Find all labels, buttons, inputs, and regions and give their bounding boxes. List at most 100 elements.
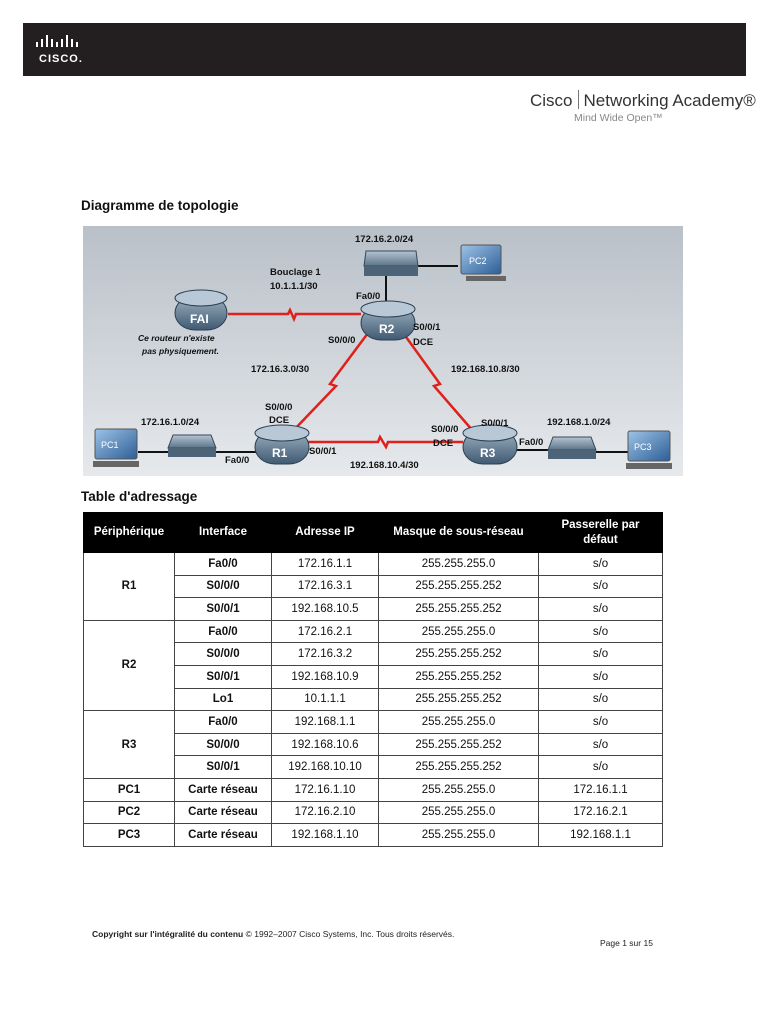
pc1-label: PC1: [101, 440, 119, 450]
cell-interface: S0/0/0: [174, 574, 272, 599]
table-row: S0/0/0 172.16.3.2 255.255.255.252 s/o: [84, 642, 663, 666]
switch-r2-lan: [363, 250, 419, 276]
page-number: Page 1 sur 15: [600, 938, 653, 948]
table-row: S0/0/0 172.16.3.1 255.255.255.252 s/o: [84, 574, 663, 599]
pc3-label: PC3: [634, 442, 652, 452]
r2-label: R2: [379, 322, 395, 336]
cell-mask: 255.255.255.252: [378, 642, 539, 666]
label-net-r2-lan: 172.16.2.0/24: [355, 234, 414, 245]
header-mask: Masque de sous-réseau: [378, 512, 539, 553]
cell-interface: Carte réseau: [174, 777, 272, 802]
cisco-wordmark: CISCO.: [39, 53, 83, 65]
cell-mask: 255.255.255.0: [378, 619, 539, 644]
cell-interface: S0/0/0: [174, 642, 272, 666]
cell-interface: Fa0/0: [174, 552, 272, 576]
cell-device: PC3: [83, 823, 175, 847]
cell-gateway: s/o: [538, 574, 663, 599]
cell-ip: 172.16.1.1: [271, 552, 379, 576]
r1-label: R1: [272, 446, 288, 460]
cell-ip: 192.168.1.1: [271, 710, 379, 734]
address-table: Périphérique Interface Adresse IP Masque…: [83, 512, 663, 847]
switch-r1-lan: [167, 434, 217, 457]
cell-device: R3: [83, 710, 175, 779]
header-device: Périphérique: [83, 512, 175, 553]
cell-mask: 255.255.255.252: [378, 687, 539, 712]
cell-interface: Carte réseau: [174, 800, 272, 825]
cell-ip: 172.16.2.10: [271, 800, 379, 825]
cell-interface: Fa0/0: [174, 619, 272, 644]
cell-gateway: s/o: [538, 687, 663, 712]
label-net-r1-r3: 192.168.10.4/30: [350, 460, 419, 471]
switch-r3-lan: [547, 436, 597, 459]
label-r2-dce: DCE: [413, 337, 433, 348]
cell-ip: 172.16.3.2: [271, 642, 379, 666]
router-r2-icon: R2: [360, 300, 416, 341]
label-r1-s001: S0/0/1: [309, 446, 337, 457]
cisco-bridge-logo-icon: [36, 35, 78, 47]
serial-link-r2-r3: [399, 329, 474, 432]
cell-ip: 172.16.2.1: [271, 619, 379, 644]
cell-interface: S0/0/1: [174, 755, 272, 779]
label-r3-s001: S0/0/1: [481, 418, 509, 429]
fai-label: FAI: [190, 312, 209, 326]
cell-gateway: s/o: [538, 732, 663, 757]
cell-mask: 255.255.255.252: [378, 574, 539, 599]
table-row: R2 Fa0/0 172.16.2.1 255.255.255.0 s/o: [83, 619, 663, 712]
cell-mask: 255.255.255.0: [378, 823, 539, 847]
serial-link-r1-r3: [305, 434, 463, 450]
fai-note-2: pas physiquement.: [141, 346, 219, 356]
fai-note-1: Ce routeur n'existe: [138, 333, 215, 343]
cell-ip: 10.1.1.1: [271, 687, 379, 712]
cell-gateway: s/o: [538, 755, 663, 779]
label-r1-dce: DCE: [269, 415, 289, 426]
cell-interface: Fa0/0: [174, 710, 272, 734]
cell-mask: 255.255.255.252: [378, 597, 539, 621]
label-r3-s000: S0/0/0: [431, 424, 458, 435]
cell-ip: 192.168.10.5: [271, 597, 379, 621]
footer-copyright: Copyright sur l'intégralité du contenu ©…: [92, 929, 454, 939]
pc2-icon: PC2: [460, 244, 506, 281]
cell-gateway: s/o: [538, 710, 663, 734]
cell-mask: 255.255.255.0: [378, 800, 539, 825]
header-ip: Adresse IP: [271, 512, 379, 553]
pc1-icon: PC1: [93, 428, 139, 467]
label-net-r1-lan: 172.16.1.0/24: [141, 417, 200, 428]
cell-ip: 192.168.10.10: [271, 755, 379, 779]
brand-tagline: Mind Wide Open™: [574, 112, 663, 124]
router-r3-icon: R3: [462, 424, 518, 465]
label-r2-fa: Fa0/0: [356, 291, 380, 302]
cell-ip: 192.168.10.6: [271, 732, 379, 757]
table-row: PC3 Carte réseau 192.168.1.10 255.255.25…: [83, 823, 663, 847]
cell-mask: 255.255.255.252: [378, 755, 539, 779]
copyright-rest: © 1992–2007 Cisco Systems, Inc. Tous dro…: [243, 929, 455, 939]
link-fai-r2: [228, 307, 361, 323]
cell-interface: S0/0/0: [174, 732, 272, 757]
table-row: PC2 Carte réseau 172.16.2.10 255.255.255…: [83, 800, 663, 825]
label-r2-s000: S0/0/0: [328, 335, 355, 346]
label-r2-s001: S0/0/1: [413, 322, 441, 333]
cell-gateway: 172.16.2.1: [538, 800, 663, 825]
cell-gateway: s/o: [538, 664, 663, 689]
cell-ip: 172.16.3.1: [271, 574, 379, 599]
cell-interface: Carte réseau: [174, 823, 272, 847]
ethernet-links: [138, 265, 628, 453]
cell-gateway: s/o: [538, 597, 663, 621]
topology-diagram: FAI R2 R1 R3 PC2 PC1 PC3 172.16.2.0/24 B…: [83, 226, 683, 476]
copyright-bold: Copyright sur l'intégralité du contenu: [92, 929, 244, 939]
label-r1-fa: Fa0/0: [225, 455, 249, 466]
cell-gateway: s/o: [538, 552, 663, 576]
cell-interface: S0/0/1: [174, 664, 272, 689]
pc2-label: PC2: [469, 256, 487, 266]
header-gateway: Passerelle par défaut: [538, 512, 663, 553]
serial-link-r1-r2: [290, 328, 373, 434]
label-loopback-2: 10.1.1.1/30: [270, 281, 318, 292]
brand-name: Cisco: [530, 91, 573, 110]
cell-ip: 192.168.1.10: [271, 823, 379, 847]
cell-gateway: 192.168.1.1: [538, 823, 663, 847]
cell-mask: 255.255.255.252: [378, 732, 539, 757]
cell-device: R1: [83, 552, 175, 621]
address-table-title: Table d'adressage: [81, 489, 198, 504]
cell-gateway: 172.16.1.1: [538, 777, 663, 802]
table-row: R3 Fa0/0 192.168.1.1 255.255.255.0 s/o: [83, 710, 663, 779]
